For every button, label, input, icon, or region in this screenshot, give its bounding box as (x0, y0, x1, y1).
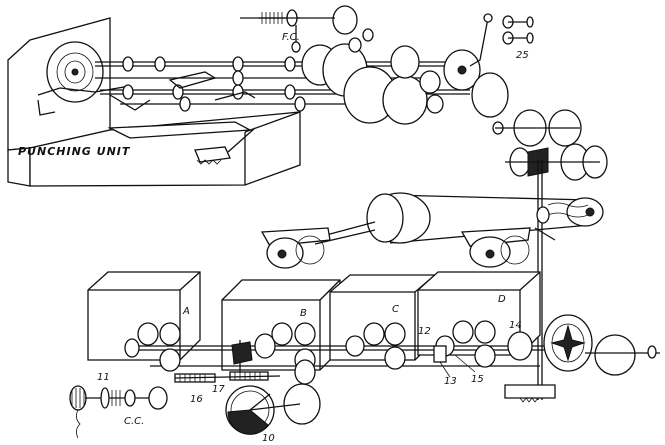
label-17: 17 (212, 384, 225, 395)
label-b: B (300, 308, 307, 319)
star-wheel-assembly (504, 314, 660, 403)
label-10: 10 (262, 433, 275, 444)
label-16: 16 (190, 394, 203, 405)
label-13: 13 (444, 376, 457, 387)
label-c: C (392, 304, 399, 315)
label-a: A (182, 306, 190, 317)
label-d: D (498, 294, 506, 305)
label-12: 12 (418, 326, 431, 337)
label-cc: C.C. (124, 416, 144, 427)
label-25: 25 (516, 50, 529, 61)
right-gear-train (492, 109, 608, 400)
label-punching-unit: PUNCHING UNIT (18, 145, 131, 158)
label-11: 11 (97, 372, 110, 383)
lower-shaft-assembly: 12 13 14 15 (124, 320, 560, 387)
top-shaft-assembly: F.C. 25 (95, 5, 534, 125)
belt-drive (260, 192, 604, 269)
punching-unit: PUNCHING UNIT (7, 17, 301, 187)
cabinet-a: A (87, 271, 201, 361)
cabinet-d: D (417, 271, 541, 356)
output-mechanism: 11 C.C. 16 17 10 (69, 359, 321, 444)
label-fc: F.C. (282, 32, 300, 43)
label-14: 14 (509, 320, 522, 331)
label-15: 15 (471, 374, 484, 385)
